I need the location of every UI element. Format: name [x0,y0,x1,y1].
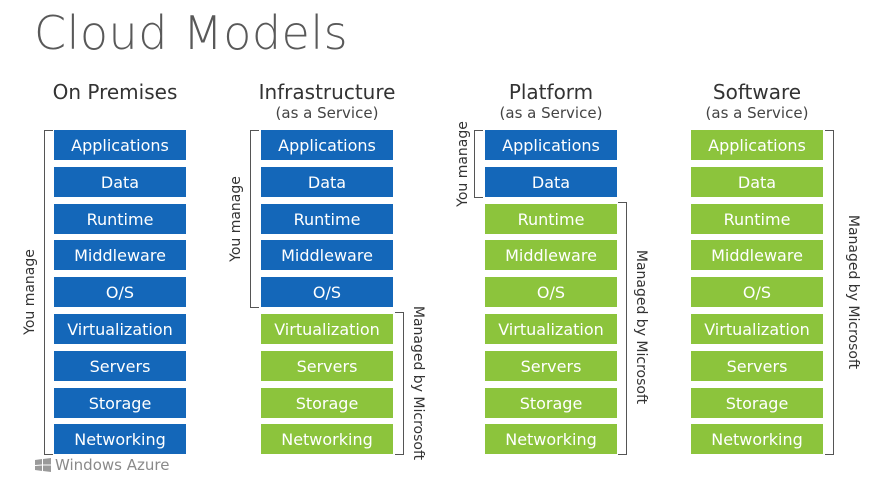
page-title: Cloud Models [34,6,349,60]
layer-software-o-s: O/S [691,277,823,307]
layer-infrastructure-networking: Networking [261,424,393,454]
microsoft-label-platform: Managed by Microsoft [633,249,649,405]
layer-infrastructure-servers: Servers [261,351,393,381]
layer-software-networking: Networking [691,424,823,454]
layer-software-servers: Servers [691,351,823,381]
column-title-sub: (as a Service) [705,104,809,122]
layer-on-premises-o-s: O/S [54,277,186,307]
layer-software-virtualization: Virtualization [691,314,823,344]
layer-platform-middleware: Middleware [485,240,617,270]
layer-infrastructure-storage: Storage [261,388,393,418]
microsoft-label-infrastructure: Managed by Microsoft [410,305,426,461]
layer-on-premises-virtualization: Virtualization [54,314,186,344]
windows-flag-icon [35,458,51,472]
layer-platform-storage: Storage [485,388,617,418]
column-title-main: Platform [508,80,594,104]
layer-on-premises-networking: Networking [54,424,186,454]
layer-software-applications: Applications [691,130,823,160]
layer-platform-virtualization: Virtualization [485,314,617,344]
layer-platform-applications: Applications [485,130,617,160]
microsoft-bracket-platform [618,202,627,455]
column-title-infrastructure: Infrastructure (as a Service) [247,80,407,122]
column-title-main: On Premises [52,80,178,104]
layer-infrastructure-data: Data [261,167,393,197]
layer-on-premises-data: Data [54,167,186,197]
layer-infrastructure-o-s: O/S [261,277,393,307]
layer-infrastructure-applications: Applications [261,130,393,160]
layer-on-premises-runtime: Runtime [54,204,186,234]
you-manage-bracket-infrastructure [250,130,259,308]
microsoft-bracket-software [825,130,834,455]
you-manage-bracket-platform [474,130,483,198]
windows-azure-logo: Windows Azure [34,456,169,474]
layer-software-middleware: Middleware [691,240,823,270]
layer-platform-o-s: O/S [485,277,617,307]
column-title-main: Infrastructure [258,80,396,104]
you-manage-label-infrastructure: You manage [228,176,244,262]
layer-software-runtime: Runtime [691,204,823,234]
column-title-main: Software [712,80,802,104]
layer-on-premises-middleware: Middleware [54,240,186,270]
column-title-platform: Platform (as a Service) [471,80,631,122]
you-manage-label-platform: You manage [455,121,471,207]
layer-software-storage: Storage [691,388,823,418]
layer-platform-servers: Servers [485,351,617,381]
layer-software-data: Data [691,167,823,197]
column-title-sub: (as a Service) [499,104,603,122]
layer-on-premises-applications: Applications [54,130,186,160]
layer-on-premises-servers: Servers [54,351,186,381]
layer-platform-data: Data [485,167,617,197]
layer-platform-runtime: Runtime [485,204,617,234]
layer-infrastructure-middleware: Middleware [261,240,393,270]
microsoft-bracket-infrastructure [395,312,404,455]
logo-text: Windows Azure [55,456,170,474]
you-manage-label-on-premises: You manage [22,249,38,335]
layer-infrastructure-runtime: Runtime [261,204,393,234]
layer-platform-networking: Networking [485,424,617,454]
column-title-on-premises: On Premises [40,80,190,104]
column-title-sub: (as a Service) [275,104,379,122]
column-title-software: Software (as a Service) [677,80,837,122]
microsoft-label-software: Managed by Microsoft [845,214,861,370]
layer-infrastructure-virtualization: Virtualization [261,314,393,344]
layer-on-premises-storage: Storage [54,388,186,418]
you-manage-bracket-on-premises [44,130,53,455]
